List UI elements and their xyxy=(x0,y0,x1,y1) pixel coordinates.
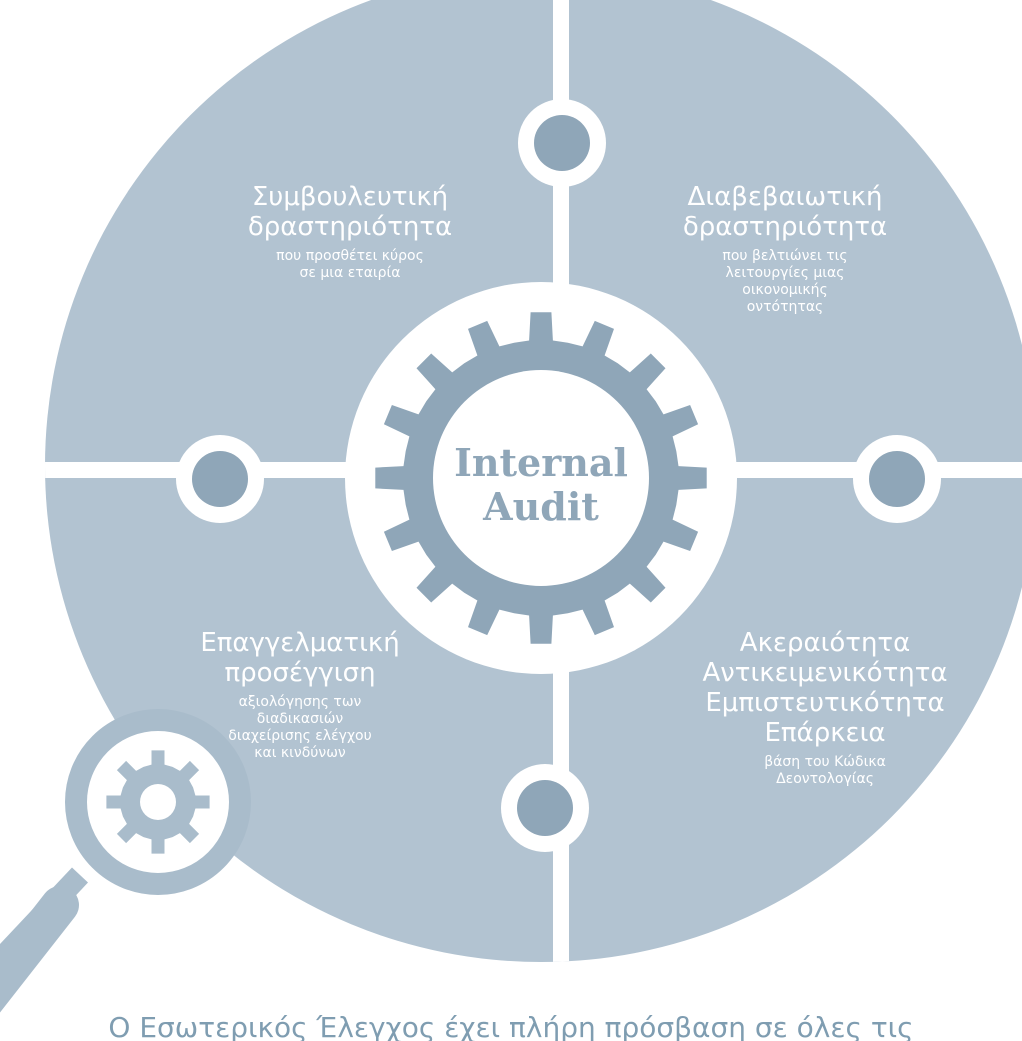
bottom-right-title: Ακεραιότητα Αντικειμενικότητα Εμπιστευτι… xyxy=(702,628,948,748)
connector-left xyxy=(176,435,264,523)
connector-top xyxy=(518,99,606,187)
bottom-right-subtitle: βάση του Κώδικα Δεοντολογίας xyxy=(764,754,886,787)
top-right-title: Διαβεβαιωτική δραστηριότητα xyxy=(682,182,888,242)
connector-right xyxy=(853,435,941,523)
bottom-left-subtitle: αξιολόγησης των διαδικασιών διαχείρισης … xyxy=(228,694,372,761)
label-top-right: Διαβεβαιωτική δραστηριότητα που βελτιώνε… xyxy=(655,182,915,316)
magnifier-gear-icon xyxy=(0,709,251,1013)
bottom-caption: Ο Εσωτερικός Έλεγχος έχει πλήρη πρόσβαση… xyxy=(108,1011,914,1041)
label-bottom-left: Επαγγελματική προσέγγιση αξιολόγησης των… xyxy=(170,628,430,762)
bottom-left-title: Επαγγελματική προσέγγιση xyxy=(200,628,400,688)
top-left-title: Συμβουλευτική δραστηριότητα xyxy=(247,182,453,242)
top-left-subtitle: που προσθέτει κύρος σε μια εταιρία xyxy=(276,248,424,281)
connector-bottom xyxy=(501,764,589,852)
center-title: Internal Audit xyxy=(454,440,628,529)
top-right-subtitle: που βελτιώνει τις λειτουργίες μιας οικον… xyxy=(722,248,848,315)
gear-icon xyxy=(375,312,707,644)
label-top-left: Συμβουλευτική δραστηριότητα που προσθέτε… xyxy=(220,182,480,282)
label-bottom-right: Ακεραιότητα Αντικειμενικότητα Εμπιστευτι… xyxy=(680,628,970,788)
